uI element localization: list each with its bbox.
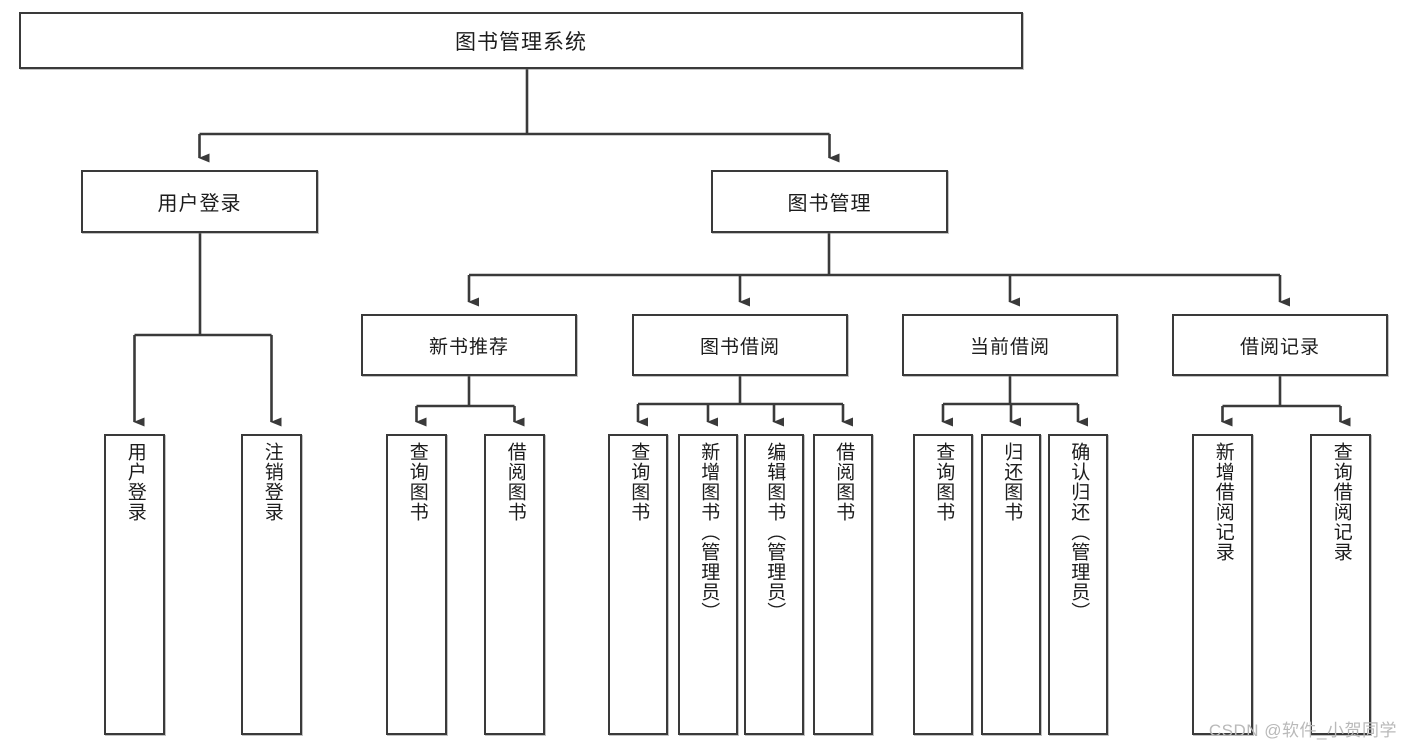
leaf-node-leaf-query-record[interactable]: 查询借阅记录 bbox=[1310, 434, 1371, 735]
leaf-node-leaf-logout-login[interactable]: 注销登录 bbox=[241, 434, 302, 735]
root-node-root[interactable]: 图书管理系统 bbox=[19, 12, 1023, 69]
node-label: 查询图书 bbox=[406, 442, 428, 522]
node-label: 用户登录 bbox=[157, 193, 242, 215]
leaf-node-leaf-confirm-return[interactable]: 确认归还（管理员） bbox=[1048, 434, 1108, 735]
node-label: 查询借阅记录 bbox=[1330, 442, 1352, 562]
node-borrow-record[interactable]: 借阅记录 bbox=[1172, 314, 1388, 376]
node-label: 归还图书 bbox=[1001, 442, 1023, 522]
leaf-node-leaf-edit-book[interactable]: 编辑图书（管理员） bbox=[744, 434, 804, 735]
node-label: 注销登录 bbox=[261, 442, 283, 522]
leaf-node-leaf-user-login[interactable]: 用户登录 bbox=[104, 434, 165, 735]
node-label: 当前借阅 bbox=[969, 336, 1050, 358]
node-book-borrow[interactable]: 图书借阅 bbox=[632, 314, 848, 376]
leaf-node-leaf-return-book[interactable]: 归还图书 bbox=[981, 434, 1041, 735]
node-label: 新增图书（管理员） bbox=[698, 442, 720, 622]
leaf-node-leaf-borrow-book-rec[interactable]: 借阅图书 bbox=[484, 434, 545, 735]
node-label: 借阅图书 bbox=[833, 442, 855, 522]
node-label: 用户登录 bbox=[124, 442, 146, 522]
node-label: 编辑图书（管理员） bbox=[764, 442, 786, 622]
watermark-label: CSDN @软件_小贺同学 bbox=[1208, 721, 1397, 740]
node-label: 新书推荐 bbox=[428, 336, 509, 358]
node-label: 确认归还（管理员） bbox=[1068, 442, 1090, 622]
leaf-node-leaf-add-book[interactable]: 新增图书（管理员） bbox=[678, 434, 738, 735]
leaf-node-leaf-query-book-bor[interactable]: 查询图书 bbox=[608, 434, 668, 735]
node-label: 查询图书 bbox=[933, 442, 955, 522]
node-book-manage[interactable]: 图书管理 bbox=[711, 170, 948, 233]
node-label: 查询图书 bbox=[628, 442, 650, 522]
node-label: 新增借阅记录 bbox=[1212, 442, 1234, 562]
leaf-node-leaf-borrow-book[interactable]: 借阅图书 bbox=[813, 434, 873, 735]
node-user-login[interactable]: 用户登录 bbox=[81, 170, 318, 233]
node-label: 借阅图书 bbox=[504, 442, 526, 522]
node-label: 图书借阅 bbox=[699, 336, 780, 358]
node-current-borrow[interactable]: 当前借阅 bbox=[902, 314, 1118, 376]
leaf-node-leaf-query-book-cur[interactable]: 查询图书 bbox=[913, 434, 973, 735]
leaf-node-leaf-add-record[interactable]: 新增借阅记录 bbox=[1192, 434, 1253, 735]
node-label: 借阅记录 bbox=[1239, 336, 1320, 358]
node-label: 图书管理 bbox=[787, 193, 872, 215]
node-new-book-recommend[interactable]: 新书推荐 bbox=[361, 314, 577, 376]
node-label: 图书管理系统 bbox=[455, 30, 587, 54]
leaf-node-leaf-query-book-rec[interactable]: 查询图书 bbox=[386, 434, 447, 735]
